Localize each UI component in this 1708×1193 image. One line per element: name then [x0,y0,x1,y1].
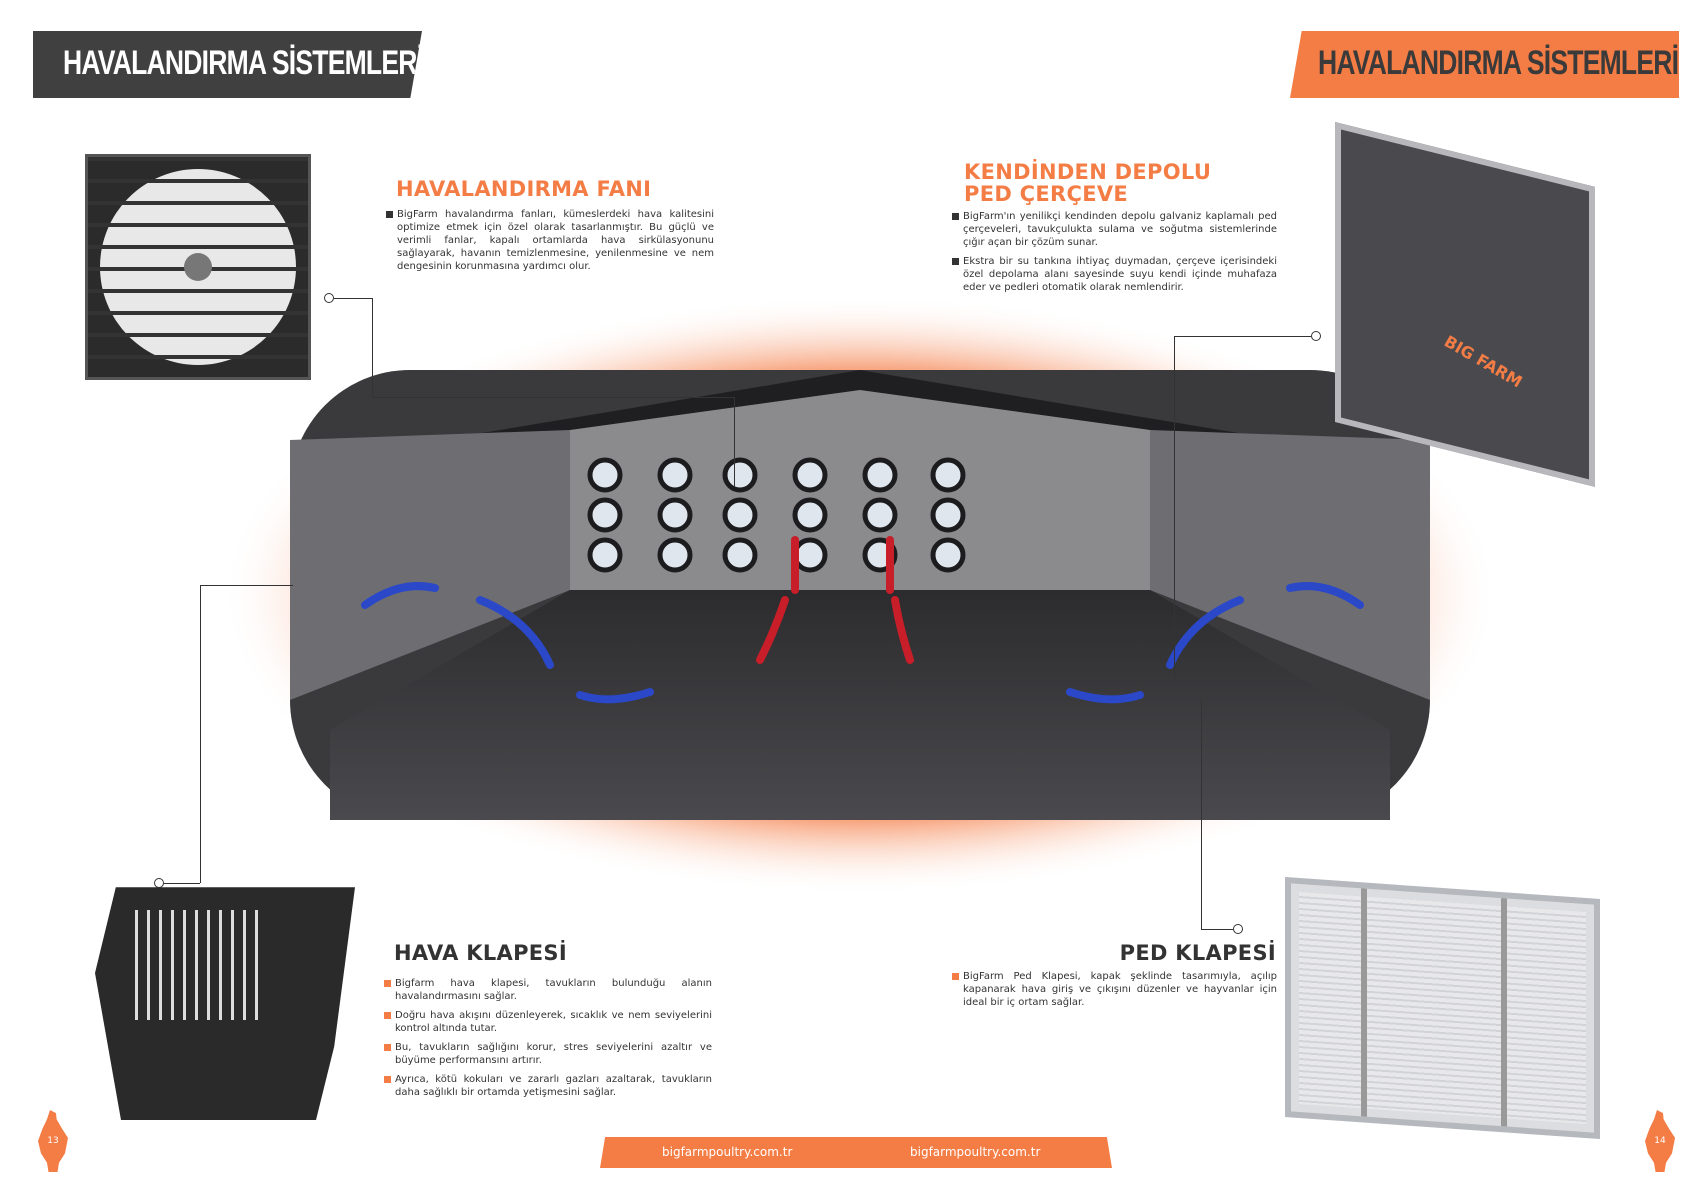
fan-bullet: BigFarm havalandırma fanları, kümeslerde… [386,208,714,273]
footer-url-right[interactable]: bigfarmpoultry.com.tr [910,1145,1041,1159]
pad-inlet-bullet: BigFarm Ped Klapesi, kapak şeklinde tasa… [952,970,1277,1009]
header-left-banner: HAVALANDIRMA SİSTEMLERİ [33,31,422,98]
air-inlet-bullet: Bu, tavukların sağlığını korur, stres se… [384,1041,712,1067]
header-right-banner: HAVALANDIRMA SİSTEMLERİ [1290,31,1679,98]
exhaust-fan [722,457,758,493]
footer-url-left[interactable]: bigfarmpoultry.com.tr [662,1145,793,1159]
exhaust-fan [792,537,828,573]
airflow-arrow-up [756,596,789,664]
pad-inlet-title: PED KLAPESİ [1119,941,1276,965]
fan-title: HAVALANDIRMA FANI [396,177,652,201]
ped-frame-description: BigFarm'ın yenilikçi kendinden depolu ga… [952,210,1277,300]
footer-band: bigfarmpoultry.com.tr bigfarmpoultry.com… [600,1137,1112,1168]
exhaust-fan [657,537,693,573]
exhaust-fan [722,537,758,573]
header-right-title: HAVALANDIRMA SİSTEMLERİ [1318,44,1679,82]
exhaust-fan [657,497,693,533]
ventilation-fan-image [85,154,311,380]
exhaust-fan [930,497,966,533]
pad-inlet-description: BigFarm Ped Klapesi, kapak şeklinde tasa… [952,970,1277,1015]
air-inlet-description: Bigfarm hava klapesi, tavukların bulundu… [384,977,712,1105]
pad-inlet-image [1285,876,1600,1140]
exhaust-fan [722,497,758,533]
exhaust-fan-grid [587,457,966,573]
barn-ventilation-illustration [230,300,1490,890]
air-inlet-image [95,887,355,1120]
airflow-arrow [361,582,439,609]
exhaust-fan [862,457,898,493]
ped-frame-bullet: BigFarm'ın yenilikçi kendinden depolu ga… [952,210,1277,249]
page-number-right-chicken-icon: 14 [1645,1110,1675,1172]
air-inlet-bullet: Bigfarm hava klapesi, tavukların bulundu… [384,977,712,1003]
exhaust-fan [862,497,898,533]
air-inlet-title: HAVA KLAPESİ [394,941,567,965]
exhaust-fan [792,457,828,493]
exhaust-fan [587,457,623,493]
airflow-arrow-up [891,596,914,664]
exhaust-fan [930,537,966,573]
airflow-arrow [1286,582,1364,609]
fan-description: BigFarm havalandırma fanları, kümeslerde… [386,208,714,279]
exhaust-fan [930,457,966,493]
airflow-arrow [576,688,654,704]
ped-frame-image: BIG FARM [1330,122,1620,487]
exhaust-fan [792,497,828,533]
air-inlet-bullet: Ayrıca, kötü kokuları ve zararlı gazları… [384,1073,712,1099]
airflow-arrow [1066,688,1144,704]
exhaust-fan [657,457,693,493]
page-number-left-chicken-icon: 13 [38,1110,68,1172]
exhaust-fan [587,497,623,533]
exhaust-fan [587,537,623,573]
ped-frame-bullet: Ekstra bir su tankına ihtiyaç duymadan, … [952,255,1277,294]
airflow-arrow [476,596,554,669]
header-left-title: HAVALANDIRMA SİSTEMLERİ [63,44,424,82]
air-inlet-bullet: Doğru hava akışını düzenleyerek, sıcaklı… [384,1009,712,1035]
